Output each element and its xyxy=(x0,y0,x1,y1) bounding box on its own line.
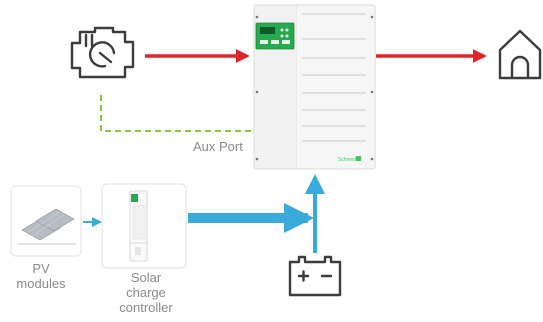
pv-modules-label: PV modules xyxy=(6,261,76,291)
inverter-icon: Schneider xyxy=(253,4,376,170)
inverter-brand-text: Schneider xyxy=(338,157,361,163)
scc-label-line3: controller xyxy=(119,300,173,315)
aux-port-connection xyxy=(100,95,254,132)
aux-port-label: Aux Port xyxy=(193,139,243,154)
house-icon xyxy=(498,29,542,80)
scc-label-line2: charge xyxy=(126,285,166,300)
solar-charge-controller-label: Solar charge controller xyxy=(100,270,192,315)
solar-charge-controller-icon xyxy=(101,183,187,269)
pv-label-line2: modules xyxy=(16,276,66,291)
scc-label-line1: Solar xyxy=(130,270,162,285)
pv-label-line1: PV xyxy=(32,261,50,276)
pv-module-icon xyxy=(10,185,82,257)
battery-icon xyxy=(288,255,342,297)
generator-icon xyxy=(70,26,135,79)
